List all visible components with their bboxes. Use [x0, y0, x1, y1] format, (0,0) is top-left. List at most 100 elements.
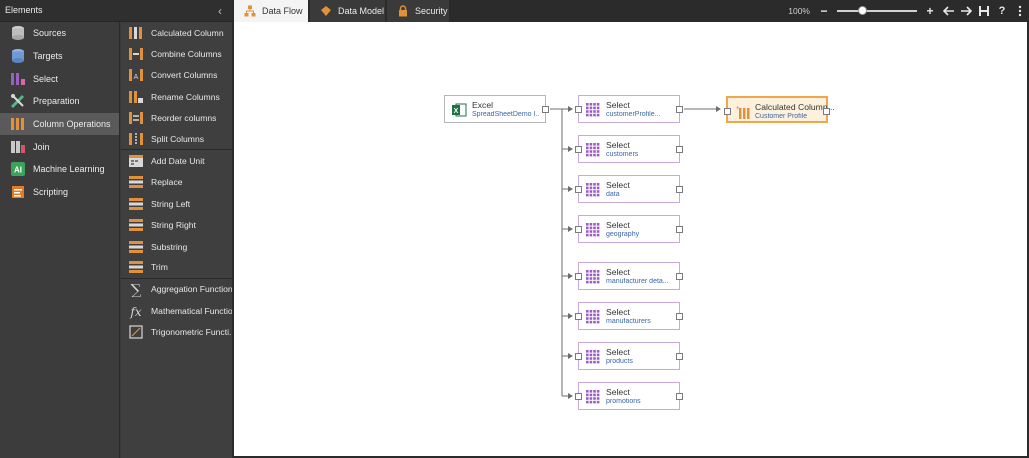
- operation-label: String Right: [151, 220, 196, 231]
- svg-text:A: A: [134, 74, 139, 81]
- output-port[interactable]: [676, 106, 683, 113]
- string-right-icon: [128, 217, 144, 233]
- tab-label: Data Flow: [262, 6, 303, 16]
- collapse-panel-button[interactable]: ‹: [218, 4, 222, 18]
- node-title: Excel: [472, 100, 494, 110]
- redo-arrow-icon[interactable]: [959, 4, 973, 18]
- help-icon[interactable]: ?: [998, 5, 1006, 17]
- node-subtitle: manufacturers: [606, 318, 651, 325]
- operation-calculated-column[interactable]: Calculated Column: [121, 22, 232, 43]
- connection-arrowhead: [568, 393, 573, 399]
- node-subtitle: data: [606, 191, 620, 198]
- panel-title: Elements: [5, 5, 43, 15]
- input-port[interactable]: [575, 353, 582, 360]
- operation-substring[interactable]: Substring: [121, 236, 232, 257]
- substring-icon: [128, 239, 144, 255]
- zoom-slider-thumb[interactable]: [858, 6, 868, 15]
- zoom-in-icon[interactable]: +: [926, 4, 934, 18]
- input-port[interactable]: [575, 106, 582, 113]
- operation-add-date-unit[interactable]: Add Date Unit: [121, 150, 232, 171]
- database-icon: [10, 25, 26, 41]
- split-columns-icon: [128, 131, 144, 147]
- lock-icon: [397, 5, 409, 17]
- more-options-icon[interactable]: [1013, 4, 1027, 18]
- calculated-column-icon: [128, 25, 144, 41]
- machine-learning-icon: AI: [10, 161, 26, 177]
- category-targets[interactable]: Targets: [0, 45, 119, 68]
- operation-string-right[interactable]: String Right: [121, 215, 232, 236]
- zoom-out-icon[interactable]: −: [820, 4, 828, 18]
- output-port[interactable]: [676, 313, 683, 320]
- category-join[interactable]: Join: [0, 135, 119, 158]
- operation-label: Substring: [151, 241, 188, 252]
- combine-columns-icon: [128, 46, 144, 62]
- output-port[interactable]: [676, 393, 683, 400]
- node-title: Select: [606, 180, 630, 190]
- node-title: Select: [606, 387, 630, 397]
- output-port[interactable]: [676, 186, 683, 193]
- operation-label: String Left: [151, 198, 191, 209]
- connection-trunk[interactable]: [550, 108, 563, 396]
- input-port[interactable]: [575, 313, 582, 320]
- column-operations-icon: [10, 116, 26, 132]
- svg-text:+: +: [736, 106, 740, 112]
- operation-trigonometric-functi[interactable]: Trigonometric Functi...: [121, 321, 232, 342]
- input-port[interactable]: [575, 146, 582, 153]
- calculated-column-node[interactable]: +Calculated Column...Customer Profile: [724, 96, 835, 123]
- input-port[interactable]: [575, 186, 582, 193]
- save-icon[interactable]: [977, 4, 991, 18]
- operation-reorder-columns[interactable]: Reorder columns: [121, 108, 232, 129]
- operation-split-columns[interactable]: Split Columns: [121, 129, 232, 151]
- input-port[interactable]: [575, 273, 582, 280]
- tab-data-flow[interactable]: Data Flow: [234, 0, 308, 22]
- grid-select-icon: [585, 269, 601, 285]
- undo-arrow-icon[interactable]: [941, 4, 955, 18]
- node-title: Select: [606, 100, 630, 110]
- operation-rename-columns[interactable]: Rename Columns: [121, 86, 232, 107]
- output-port[interactable]: [676, 353, 683, 360]
- output-port[interactable]: [823, 107, 830, 115]
- input-port[interactable]: [575, 393, 582, 400]
- reorder-columns-icon: [128, 110, 144, 126]
- grid-select-icon: [585, 309, 601, 325]
- operation-trim[interactable]: Trim: [121, 257, 232, 279]
- operation-aggregation-function[interactable]: ∑Aggregation Function: [121, 279, 232, 300]
- grid-select-icon: [585, 389, 601, 405]
- zoom-slider[interactable]: [837, 5, 917, 17]
- output-port[interactable]: [676, 273, 683, 280]
- category-select[interactable]: Select: [0, 67, 119, 90]
- category-column-operations[interactable]: Column Operations: [0, 112, 119, 136]
- tab-data-model[interactable]: Data Model: [310, 0, 385, 22]
- output-port[interactable]: [676, 146, 683, 153]
- output-port[interactable]: [676, 226, 683, 233]
- category-scripting[interactable]: Scripting: [0, 181, 119, 204]
- excel-icon: X: [451, 102, 467, 118]
- zoom-toolbar: 100% − + ?: [788, 0, 1029, 22]
- operation-replace[interactable]: Replace: [121, 172, 232, 193]
- operation-string-left[interactable]: String Left: [121, 193, 232, 214]
- category-preparation[interactable]: Preparation: [0, 90, 119, 113]
- node-title: Select: [606, 347, 630, 357]
- output-port[interactable]: [542, 106, 549, 113]
- tab-security[interactable]: Security: [387, 0, 449, 22]
- operation-label: Trigonometric Functi...: [151, 327, 232, 338]
- category-label: Sources: [33, 28, 67, 39]
- input-port[interactable]: [575, 226, 582, 233]
- operation-combine-columns[interactable]: Combine Columns: [121, 43, 232, 64]
- category-sources[interactable]: Sources: [0, 22, 119, 45]
- input-port[interactable]: [724, 107, 731, 115]
